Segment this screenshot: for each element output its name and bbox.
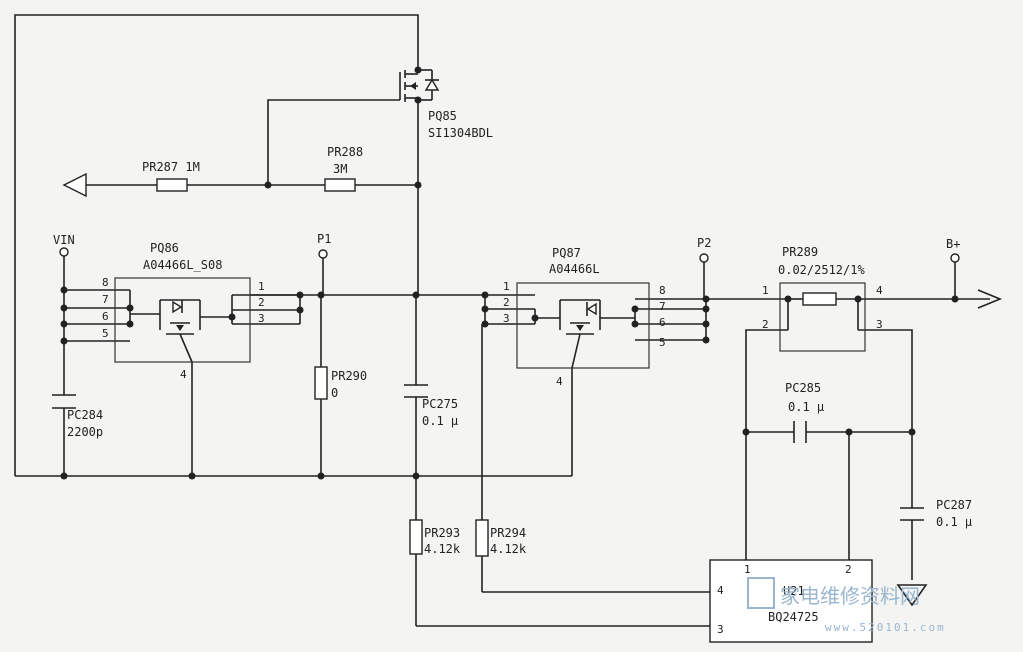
pq87-ref: PQ87 — [552, 246, 581, 260]
pr294-val: 4.12k — [490, 542, 527, 556]
pr289-ref: PR289 — [782, 245, 818, 259]
bplus-label: B+ — [946, 237, 960, 251]
watermark-logo-icon — [747, 577, 775, 609]
pq87-package — [516, 282, 650, 369]
pq87-part: A04466L — [549, 262, 600, 276]
p1-terminal — [318, 249, 328, 259]
pq86-mosfet-symbol — [159, 299, 201, 363]
pin-number: 6 — [102, 310, 109, 323]
pin-number: 8 — [102, 276, 109, 289]
pq86-ref: PQ86 — [150, 241, 179, 255]
pr288-resistor — [324, 178, 356, 192]
pin-number: 2 — [503, 296, 510, 309]
junction-dots — [60, 66, 959, 480]
pin-number: 5 — [102, 327, 109, 340]
pr287-label: PR287 1M — [142, 160, 200, 174]
pr294-resistor — [475, 519, 489, 557]
pr288-ref: PR288 — [327, 145, 363, 159]
u21-part: BQ24725 — [768, 610, 819, 624]
pin-number: 2 — [845, 563, 852, 576]
ground-symbol — [896, 584, 928, 607]
left-arrow-terminal — [62, 172, 87, 198]
pc284-val: 2200p — [67, 425, 103, 439]
pc275-val: 0.1 μ — [422, 414, 458, 428]
pc285-capacitor — [793, 421, 807, 443]
watermark-text: 家电维修资料网 — [780, 584, 920, 608]
pc284-ref: PC284 — [67, 408, 103, 422]
pin-number: 1 — [503, 280, 510, 293]
vin-label: VIN — [53, 233, 75, 247]
u21-pin-numbers: 1 2 4 3 — [717, 563, 852, 636]
vin-terminal — [59, 247, 69, 257]
pr288-val: 3M — [333, 162, 347, 176]
pin-number: 3 — [503, 312, 510, 325]
pin-number: 2 — [762, 318, 769, 331]
pin-number: 5 — [659, 336, 666, 349]
pr289-pin-numbers: 1 4 2 3 — [762, 284, 883, 331]
pin-number: 4 — [876, 284, 883, 297]
watermark: 家电维修资料网 www.520101.com — [747, 577, 946, 634]
pin-number: 8 — [659, 284, 666, 297]
pc285-ref: PC285 — [785, 381, 821, 395]
pin-number: 7 — [102, 293, 109, 306]
pin-number: 4 — [556, 375, 563, 388]
pr290-val: 0 — [331, 386, 338, 400]
watermark-url: www.520101.com — [825, 621, 946, 634]
pin-number: 1 — [744, 563, 751, 576]
p1-label: P1 — [317, 232, 331, 246]
pc287-capacitor — [900, 507, 924, 521]
u21-ic — [709, 559, 873, 643]
right-arrow-terminal — [977, 289, 1003, 309]
pc275-ref: PC275 — [422, 397, 458, 411]
pc285-val: 0.1 μ — [788, 400, 824, 414]
pin-number: 3 — [876, 318, 883, 331]
bplus-terminal — [950, 253, 960, 263]
pc275-capacitor — [404, 384, 428, 398]
pq85-ref: PQ85 — [428, 109, 457, 123]
pr290-resistor — [314, 366, 328, 400]
pc284-capacitor — [52, 394, 76, 409]
pr289-resistor — [802, 292, 837, 306]
pq86-pin-numbers: 8 7 6 5 1 2 3 4 — [102, 276, 265, 381]
pq86-package — [114, 277, 251, 363]
pq85-part: SI1304BDL — [428, 126, 493, 140]
pr287-resistor — [156, 178, 188, 192]
pq87-pin-numbers: 1 2 3 8 7 6 5 4 — [503, 280, 666, 388]
pr289-package — [779, 282, 866, 352]
p2-terminal — [699, 253, 709, 263]
pr289-val: 0.02/2512/1% — [778, 263, 865, 277]
pin-number: 6 — [659, 316, 666, 329]
pr294-ref: PR294 — [490, 526, 526, 540]
pc287-val: 0.1 μ — [936, 515, 972, 529]
pin-number: 3 — [258, 312, 265, 325]
pr293-ref: PR293 — [424, 526, 460, 540]
pq87-mosfet-symbol — [559, 299, 601, 369]
pin-number: 4 — [180, 368, 187, 381]
pin-number: 1 — [258, 280, 265, 293]
pr290-ref: PR290 — [331, 369, 367, 383]
pin-number: 7 — [659, 300, 666, 313]
pin-number: 1 — [762, 284, 769, 297]
pin-number: 4 — [717, 584, 724, 597]
u21-ref: U21 — [783, 584, 805, 598]
pr293-resistor — [409, 519, 423, 555]
pc287-ref: PC287 — [936, 498, 972, 512]
pq86-part: A04466L_S08 — [143, 258, 222, 272]
pin-number: 2 — [258, 296, 265, 309]
pr293-val: 4.12k — [424, 542, 461, 556]
p2-label: P2 — [697, 236, 711, 250]
pin-number: 3 — [717, 623, 724, 636]
wires — [14, 14, 990, 627]
